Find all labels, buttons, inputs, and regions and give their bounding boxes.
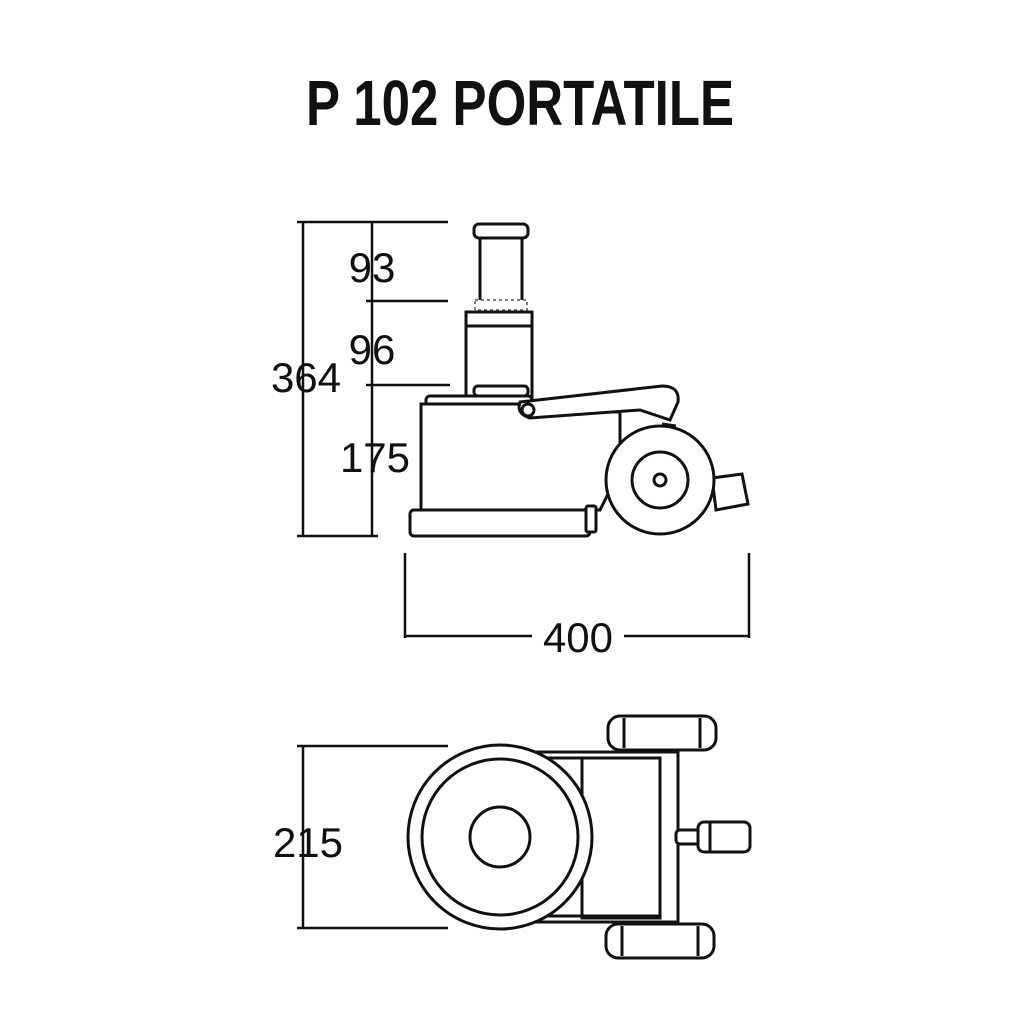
dim-stroke-extension: 93 (349, 244, 396, 291)
horizontal-dimension-lines (403, 553, 751, 638)
jack-side-body (408, 222, 750, 538)
dim-length: 400 (543, 614, 613, 661)
dim-total-height: 364 (271, 354, 341, 401)
jack-top-body (406, 714, 752, 960)
dim-min-height: 175 (340, 434, 410, 481)
vertical-dimension-lines (297, 220, 450, 538)
side-view: 93 96 364 175 400 (271, 220, 751, 661)
dim-screw-extension: 96 (349, 326, 396, 373)
dim-width: 215 (273, 819, 343, 866)
drawing-title: P 102 PORTATILE (306, 67, 734, 139)
top-view: 215 (273, 714, 752, 960)
width-dimension-lines (297, 744, 448, 930)
